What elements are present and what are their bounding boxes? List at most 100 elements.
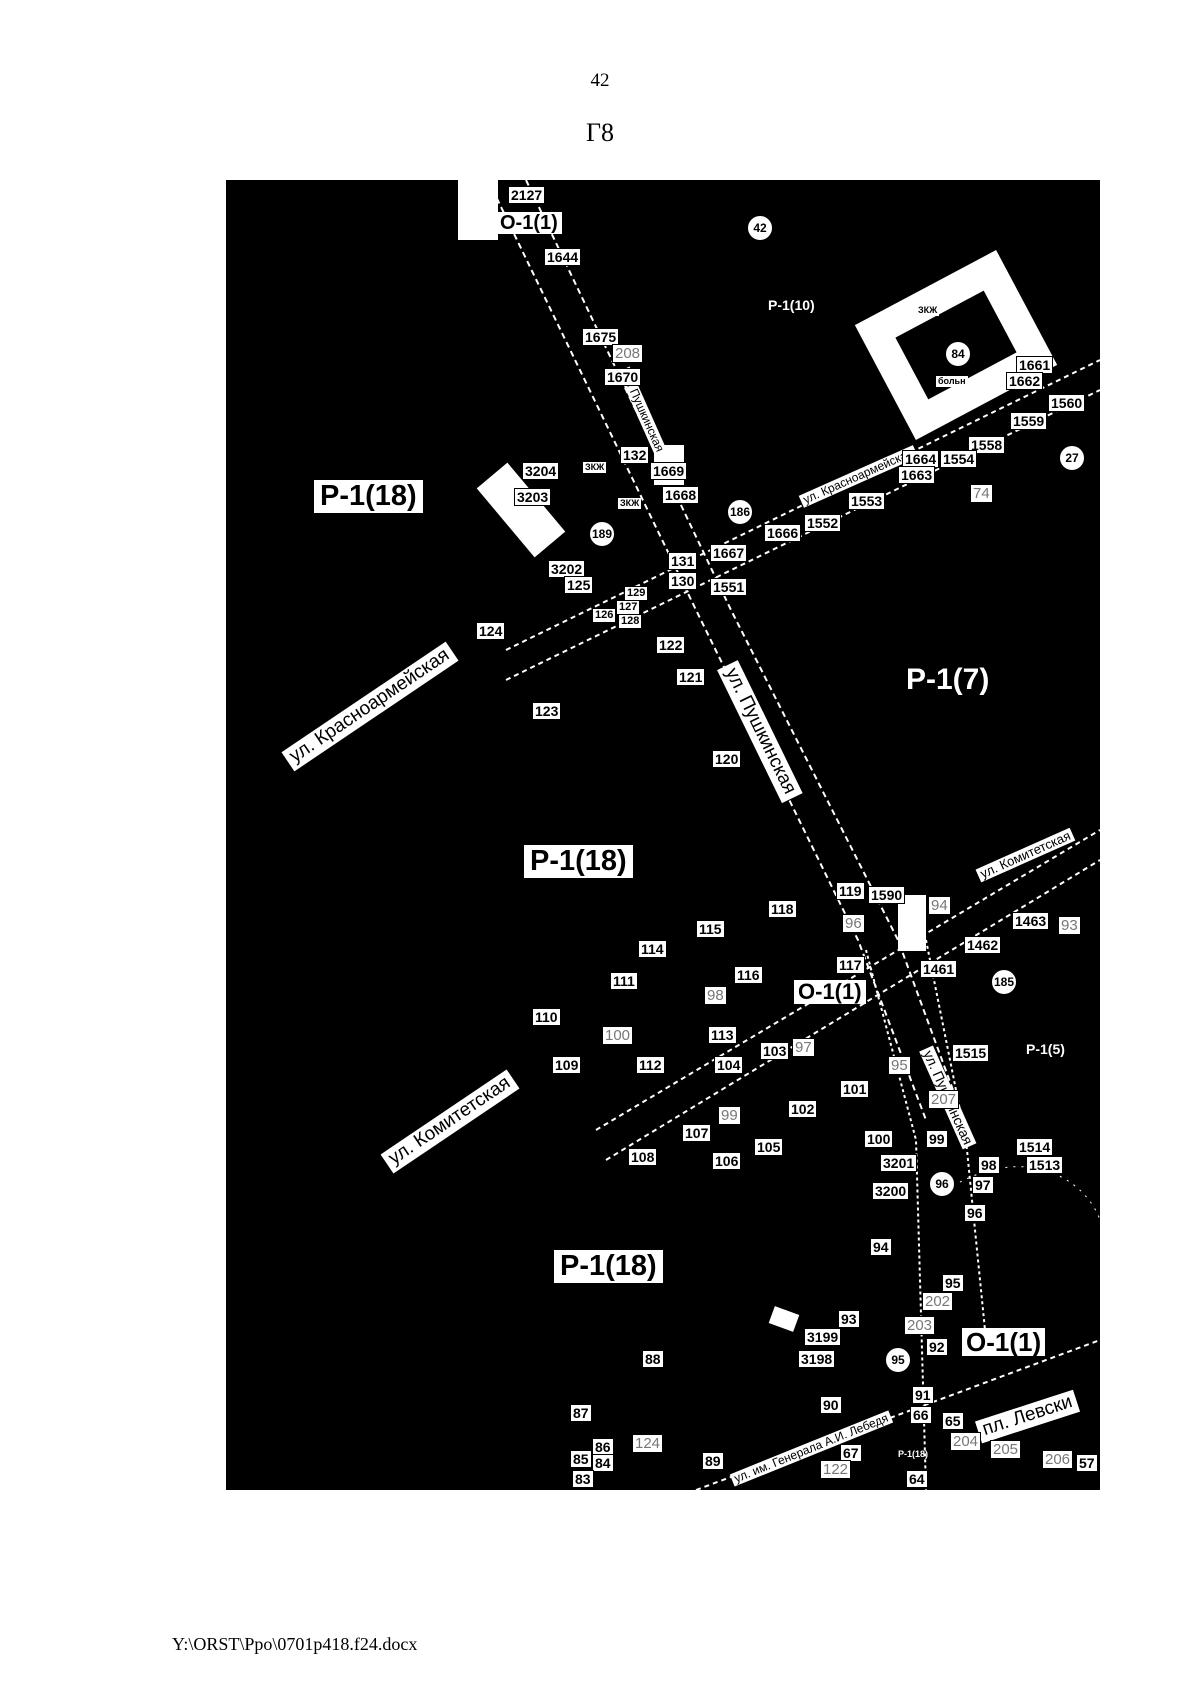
parcel-number: 1661 xyxy=(1016,356,1054,374)
parcel-number: 128 xyxy=(618,614,643,629)
parcel-number: 1514 xyxy=(1016,1138,1054,1156)
parcel-number: 114 xyxy=(638,940,667,958)
parcel-number: 67 xyxy=(840,1444,862,1462)
parcel-number: 99 xyxy=(926,1130,948,1148)
parcel-number: 132 xyxy=(620,446,650,464)
building-95 xyxy=(768,1306,800,1332)
parcel-number: 101 xyxy=(840,1080,870,1098)
parcel-number: 1663 xyxy=(898,466,936,484)
parcel-number: 96 xyxy=(842,914,865,933)
parcel-number: 1560 xyxy=(1048,394,1086,412)
krasnoarmeyskaya-edge-north xyxy=(505,359,1100,651)
parcel-number: 86 xyxy=(592,1438,614,1456)
parcel-number: 1558 xyxy=(968,436,1006,454)
parcel-number: 94 xyxy=(870,1238,892,1256)
parcel-number: 87 xyxy=(570,1404,592,1422)
parcel-number: 100 xyxy=(602,1026,634,1045)
zone-label-o1-center: О-1(1) xyxy=(794,980,866,1004)
file-path: Y:\ORST\Ppo\0701p418.f24.docx xyxy=(172,1634,418,1654)
parcel-number: 204 xyxy=(950,1432,982,1451)
parcel-number: 103 xyxy=(760,1042,790,1060)
parcel-number: 1515 xyxy=(952,1044,990,1062)
parcel-number: 1553 xyxy=(848,492,886,510)
building-circle-186: 186 xyxy=(726,498,754,526)
parcel-number: 203 xyxy=(904,1316,936,1335)
parcel-number: 1666 xyxy=(764,524,802,542)
parcel-number: 130 xyxy=(668,572,698,590)
building-42 xyxy=(458,180,498,240)
parcel-number: 95 xyxy=(888,1056,911,1075)
parcel-number: 122 xyxy=(820,1460,852,1479)
parcel-number: 129 xyxy=(624,586,649,601)
parcel-number: 2127 xyxy=(508,186,546,204)
zone-label-p18-west: Р-1(18) xyxy=(314,480,423,513)
parcel-number: 1554 xyxy=(940,450,978,468)
parcel-number: 98 xyxy=(704,986,727,1005)
building-circle-27: 27 xyxy=(1058,444,1086,472)
parcel-number: 83 xyxy=(572,1470,594,1488)
map-frame: Р-1(18) Р-1(18) Р-1(18) Р-1(7) Р-1(10) Р… xyxy=(226,180,1100,1490)
parcel-number: 97 xyxy=(792,1038,815,1057)
parcel-number: 65 xyxy=(942,1412,964,1430)
parcel-number: 96 xyxy=(964,1204,986,1222)
parcel-number: 1513 xyxy=(1026,1156,1064,1174)
building-note-zhk-north: ЗКЖ xyxy=(916,305,940,316)
zone-label-o1-south: О-1(1) xyxy=(962,1328,1046,1356)
parcel-number: 94 xyxy=(928,896,951,915)
parcel-number: 125 xyxy=(564,576,594,594)
parcel-number: 93 xyxy=(1058,916,1081,935)
building-note-zhk-189: ЗКЖ xyxy=(583,462,607,473)
parcel-number: 116 xyxy=(734,966,763,984)
parcel-number: 57 xyxy=(1076,1454,1098,1472)
parcel-number: 74 xyxy=(970,484,993,503)
building-circle-96: 96 xyxy=(928,1170,956,1198)
page-number: 42 xyxy=(590,70,610,91)
zone-label-p5: Р-1(5) xyxy=(1026,1041,1065,1057)
parcel-number: 100 xyxy=(864,1130,894,1148)
parcel-number: 122 xyxy=(656,636,686,654)
zone-label-p18-south: Р-1(18) xyxy=(554,1250,663,1283)
building-circle-95: 95 xyxy=(884,1346,912,1374)
parcel-number: 1551 xyxy=(710,578,748,596)
parcel-number: 120 xyxy=(712,750,742,768)
parcel-number: 98 xyxy=(978,1156,1000,1174)
parcel-number: 104 xyxy=(714,1056,744,1074)
parcel-number: 85 xyxy=(570,1450,592,1468)
parcel-number: 131 xyxy=(668,552,698,570)
parcel-number: 107 xyxy=(682,1124,712,1142)
parcel-number: 113 xyxy=(708,1026,737,1044)
building-circle-42: 42 xyxy=(746,214,774,242)
building-circle-84: 84 xyxy=(944,340,972,368)
pushkinskaya-edge-east xyxy=(525,180,965,1121)
parcel-number: 1670 xyxy=(604,368,642,386)
parcel-number: 1461 xyxy=(920,960,958,978)
zone-label-o1-north: О-1(1) xyxy=(496,212,562,234)
parcel-number: 84 xyxy=(592,1454,614,1472)
building-note-zhk-189b: ЗКЖ xyxy=(618,498,642,509)
parcel-number: 88 xyxy=(642,1350,664,1368)
parcel-number: 106 xyxy=(712,1152,742,1170)
parcel-number: 208 xyxy=(612,344,644,363)
parcel-number: 1644 xyxy=(544,248,582,266)
building-circle-185: 185 xyxy=(990,968,1018,996)
parcel-number: 105 xyxy=(754,1138,784,1156)
parcel-number: 111 xyxy=(610,972,638,990)
building-189 xyxy=(476,462,566,558)
parcel-number: 1669 xyxy=(650,462,688,480)
parcel-number: 109 xyxy=(552,1056,582,1074)
parcel-number: 1662 xyxy=(1006,372,1044,390)
parcel-number: 123 xyxy=(532,702,562,720)
parcel-number: 126 xyxy=(592,608,617,623)
sheet-title: Г8 xyxy=(585,118,615,147)
parcel-number: 64 xyxy=(906,1470,928,1488)
building-185 xyxy=(898,895,926,951)
parcel-number: 118 xyxy=(768,900,797,918)
pushkinskaya-south-edge-east xyxy=(925,939,987,1341)
zone-label-p7: Р-1(7) xyxy=(906,663,990,696)
building-note-hospital: больн xyxy=(936,376,968,387)
parcel-number: 206 xyxy=(1042,1450,1074,1469)
parcel-number: 115 xyxy=(696,920,725,938)
komitetskaya-edge-south xyxy=(605,859,1100,1161)
parcel-number: 1675 xyxy=(582,328,620,346)
parcel-number: 108 xyxy=(628,1148,658,1166)
